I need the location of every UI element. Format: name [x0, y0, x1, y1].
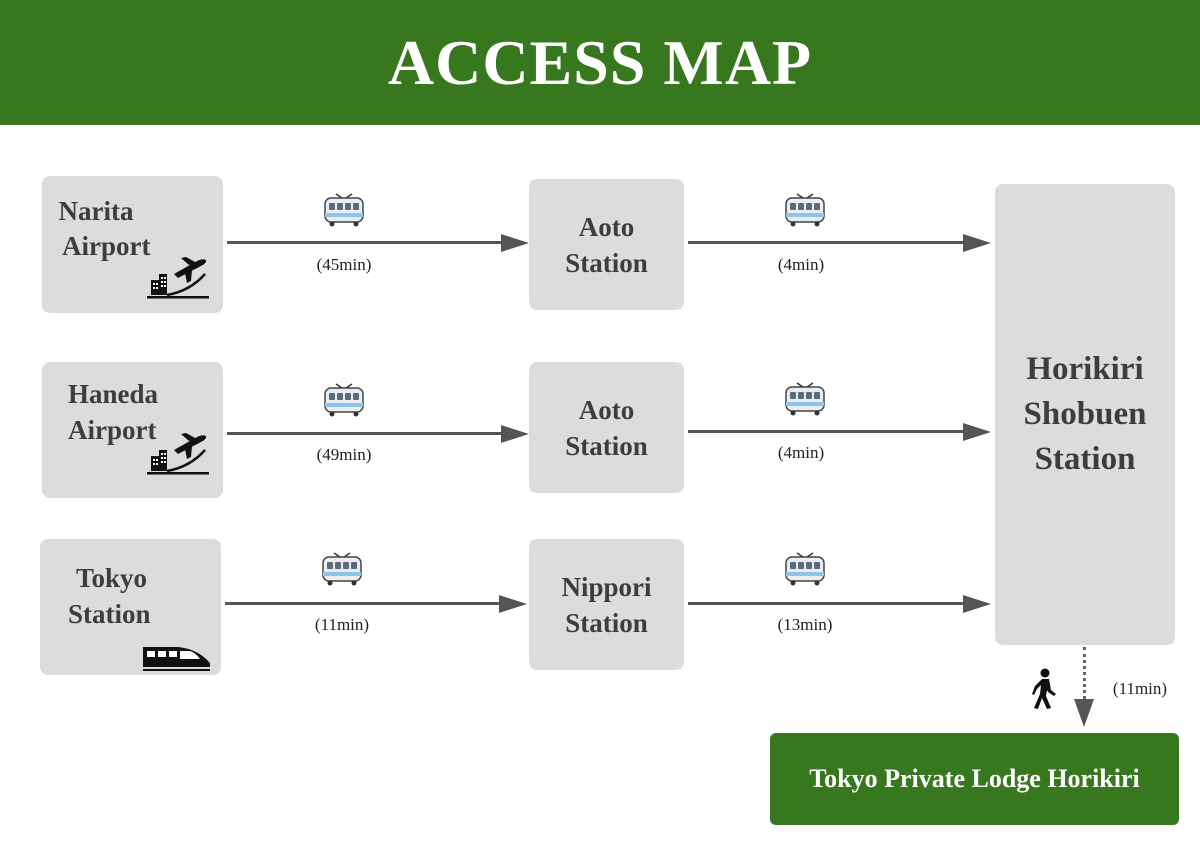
origin-label: Tokyo — [76, 560, 147, 596]
hub-label-line2: Shobuen — [1023, 396, 1147, 432]
route-arrow — [688, 430, 964, 433]
route-arrow — [225, 602, 500, 605]
origin-label-line1: Tokyo — [76, 563, 148, 593]
origin-label: Airport — [68, 412, 156, 448]
transfer-box-aoto: Aoto Station — [529, 179, 684, 310]
hub-label-line1: Horikiri — [1026, 351, 1144, 387]
arrow-head — [501, 425, 529, 443]
arrow-head — [1074, 699, 1094, 727]
origin-box-tokyo-station: Tokyo Station — [40, 539, 221, 675]
origin-label-line1: Narita — [58, 196, 134, 226]
origin-label: Haneda — [68, 376, 158, 412]
origin-label: Airport — [62, 228, 150, 264]
walk-duration-label: (11min) — [1112, 679, 1168, 698]
arrow-head — [501, 234, 529, 252]
train-icon — [322, 552, 362, 586]
transfer-label-line2: Station — [565, 607, 648, 638]
train-icon — [785, 552, 825, 586]
transfer-label-line2: Station — [565, 430, 648, 461]
transfer-label-line1: Nippori — [561, 571, 652, 602]
destination-label: Tokyo Private Lodge Horikiri — [809, 764, 1140, 793]
origin-label: Narita — [42, 193, 150, 229]
hub-box-horikiri-shobuen: Horikiri Shobuen Station — [995, 184, 1175, 645]
transfer-box-aoto: Aoto Station — [529, 362, 684, 493]
walk-dotted-line — [1083, 647, 1086, 699]
duration-label: (45min) — [316, 255, 372, 274]
route-arrow — [227, 241, 502, 244]
origin-label-line2: Airport — [68, 415, 157, 445]
airport-icon — [147, 257, 209, 299]
transfer-box-nippori: Nippori Station — [529, 539, 684, 670]
page-title: ACCESS MAP — [387, 26, 813, 98]
origin-label-line1: Haneda — [68, 379, 159, 409]
transfer-label-line2: Station — [565, 247, 648, 278]
transfer-label-line1: Aoto — [578, 211, 635, 242]
origin-label-line2: Station — [68, 599, 151, 629]
origin-box-narita: Narita Airport — [42, 176, 223, 313]
transfer-label-line1: Aoto — [578, 394, 635, 425]
header-banner: ACCESS MAP — [0, 0, 1200, 125]
arrow-head — [499, 595, 527, 613]
train-icon — [785, 382, 825, 416]
train-icon — [785, 193, 825, 227]
origin-box-haneda: Haneda Airport — [42, 362, 223, 498]
duration-label: (4min) — [777, 443, 825, 462]
route-arrow — [688, 241, 964, 244]
arrow-head — [963, 595, 991, 613]
route-arrow — [227, 432, 502, 435]
arrow-head — [963, 423, 991, 441]
duration-label: (4min) — [777, 255, 825, 274]
airport-icon — [147, 433, 209, 475]
arrow-head — [963, 234, 991, 252]
duration-label: (11min) — [314, 615, 370, 634]
shinkansen-icon — [143, 647, 210, 671]
origin-label-line2: Airport — [62, 231, 151, 261]
origin-label: Station — [68, 596, 151, 632]
train-icon — [324, 193, 364, 227]
duration-label: (13min) — [777, 615, 833, 634]
hub-label-line3: Station — [1034, 441, 1136, 477]
duration-label: (49min) — [316, 445, 372, 464]
route-arrow — [688, 602, 964, 605]
train-icon — [324, 383, 364, 417]
destination-box: Tokyo Private Lodge Horikiri — [770, 733, 1179, 825]
walking-person-icon — [1032, 668, 1056, 709]
